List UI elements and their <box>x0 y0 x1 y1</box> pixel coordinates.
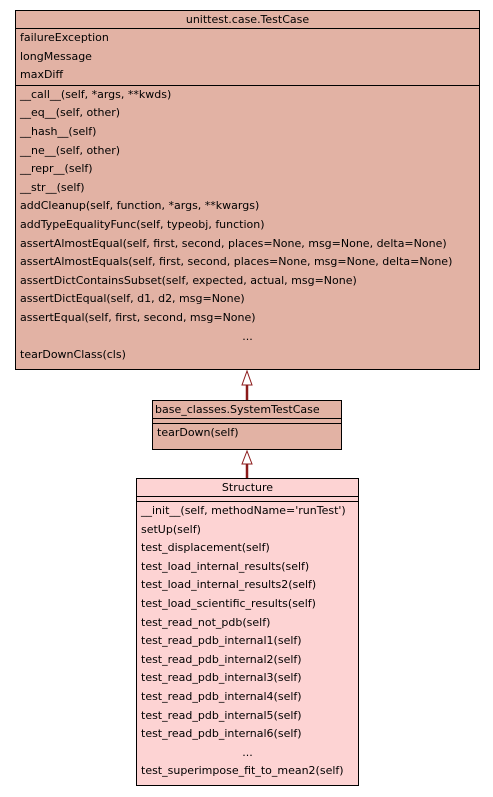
methods-section: tearDown(self) <box>153 424 341 443</box>
method-row: __ne__(self, other) <box>20 143 121 157</box>
method-row: test_superimpose_fit_to_mean2(self) <box>141 764 344 778</box>
method-row: assertEqual(self, first, second, msg=Non… <box>20 310 256 324</box>
method-row: addCleanup(self, function, *args, **kwar… <box>20 199 260 213</box>
method-row: test_read_pdb_internal3(self) <box>141 671 302 685</box>
methods-section: __call__(self, *args, **kwds) __eq__(sel… <box>16 86 479 365</box>
method-row: test_read_not_pdb(self) <box>141 615 271 629</box>
ellipsis: ... <box>242 329 253 343</box>
method-row: test_load_internal_results(self) <box>141 559 310 573</box>
method-row: assertDictEqual(self, d1, d2, msg=None) <box>20 292 245 306</box>
method-row: tearDown(self) <box>157 426 239 439</box>
method-row: tearDownClass(cls) <box>20 348 126 362</box>
class-structure: Structure __init__(self, methodName='run… <box>136 478 359 786</box>
attribute-row: longMessage <box>20 49 92 63</box>
method-row: test_read_pdb_internal4(self) <box>141 689 302 703</box>
method-row: __str__(self) <box>20 180 85 194</box>
class-title: unittest.case.TestCase <box>16 11 479 29</box>
class-title: Structure <box>137 479 358 497</box>
method-row: addTypeEqualityFunc(self, typeobj, funct… <box>20 217 265 231</box>
methods-section: __init__(self, methodName='runTest') set… <box>137 502 358 781</box>
inheritance-arrowhead-systemtc <box>241 449 253 465</box>
attribute-row: failureException <box>20 31 109 44</box>
method-row: __eq__(self, other) <box>20 106 121 120</box>
attributes-section <box>137 497 358 502</box>
method-row: __init__(self, methodName='runTest') <box>141 504 346 517</box>
method-row: test_load_scientific_results(self) <box>141 596 316 610</box>
method-row: test_read_pdb_internal2(self) <box>141 652 302 666</box>
class-system-testcase: base_classes.SystemTestCase tearDown(sel… <box>152 400 342 450</box>
method-row: test_read_pdb_internal1(self) <box>141 634 302 648</box>
ellipsis: ... <box>242 745 253 759</box>
method-row: test_displacement(self) <box>141 541 270 555</box>
method-row: setUp(self) <box>141 522 201 536</box>
attributes-section: failureException longMessage maxDiff <box>16 29 479 86</box>
method-row: __hash__(self) <box>20 124 97 138</box>
attribute-row: maxDiff <box>20 68 64 82</box>
method-row: test_load_internal_results2(self) <box>141 578 317 592</box>
method-row: test_read_pdb_internal6(self) <box>141 727 302 741</box>
method-row: __call__(self, *args, **kwds) <box>20 87 172 101</box>
method-row: test_read_pdb_internal5(self) <box>141 708 302 722</box>
method-row: assertDictContainsSubset(self, expected,… <box>20 273 357 287</box>
method-row: assertAlmostEqual(self, first, second, p… <box>20 236 447 250</box>
class-testcase: unittest.case.TestCase failureException … <box>15 10 480 370</box>
class-title: base_classes.SystemTestCase <box>153 401 341 419</box>
inheritance-arrowhead-testcase <box>241 369 253 386</box>
method-row: assertAlmostEquals(self, first, second, … <box>20 255 453 269</box>
method-row: __repr__(self) <box>20 162 93 176</box>
attributes-section <box>153 419 341 424</box>
